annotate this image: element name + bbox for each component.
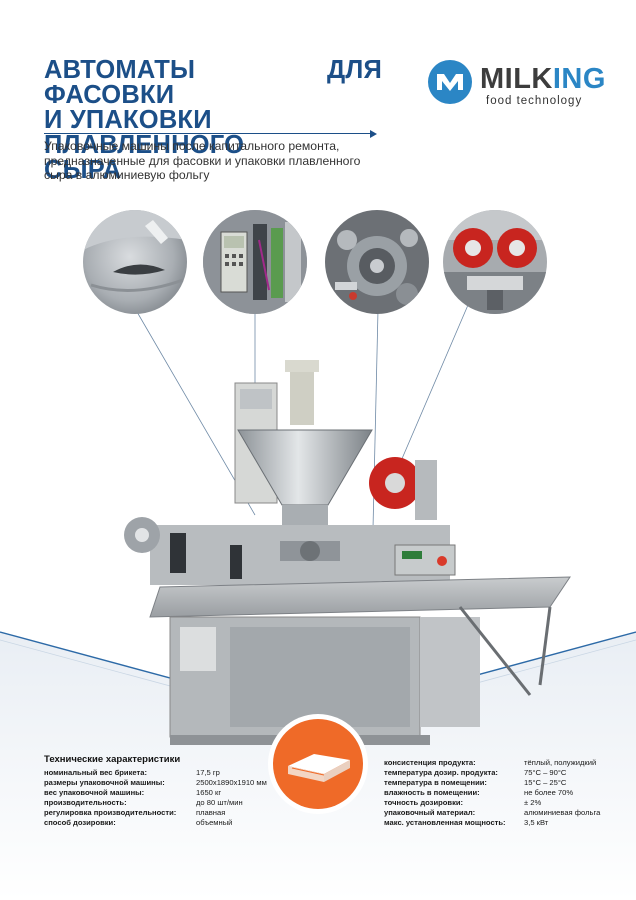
cheese-portion-icon bbox=[268, 714, 368, 814]
spec-value: 15°C – 25°C bbox=[524, 778, 567, 787]
spec-value: 2500x1890x1910 мм bbox=[196, 778, 267, 787]
logo-m-icon bbox=[428, 60, 472, 104]
logo-word-accent: ING bbox=[552, 63, 606, 95]
spec-value: 1650 кг bbox=[196, 788, 222, 797]
spec-value: тёплый, полужидкий bbox=[524, 758, 597, 767]
spec-label: температура в помещении: bbox=[384, 778, 487, 787]
title-line-2: и упаковки плавленного bbox=[44, 106, 245, 159]
title-line-3: сыра bbox=[44, 156, 122, 184]
spec-value: 75°C – 90°C bbox=[524, 768, 567, 777]
detail-photo-control-panel bbox=[203, 210, 307, 314]
spec-value: 17,5 гр bbox=[196, 768, 220, 777]
spec-value: ± 2% bbox=[524, 798, 542, 807]
title-line-1: Автоматы для фасовки bbox=[44, 56, 382, 109]
spec-value: не более 70% bbox=[524, 788, 574, 797]
detail-photo-mechanism bbox=[325, 210, 429, 314]
detail-photo-foil-rolls bbox=[443, 210, 547, 314]
spec-label: влажность в помещении: bbox=[384, 788, 480, 797]
spec-label: номинальный вес брикета: bbox=[44, 768, 147, 777]
logo-word-main: MILK bbox=[480, 63, 553, 95]
milking-logo: MILKING food technology bbox=[428, 60, 608, 115]
logo-tagline: food technology bbox=[486, 95, 583, 107]
spec-label: упаковочный материал: bbox=[384, 808, 476, 817]
spec-label: производительность: bbox=[44, 798, 127, 807]
spec-label: регулировка производительности: bbox=[44, 808, 177, 817]
spec-label: способ дозировки: bbox=[44, 818, 116, 827]
spec-label: точность дозировки: bbox=[384, 798, 464, 807]
specs-heading: Технические характеристики bbox=[44, 754, 181, 765]
title-underline bbox=[44, 133, 370, 134]
spec-value: алюминиевая фольга bbox=[524, 808, 601, 817]
spec-label: размеры упаковочной машины: bbox=[44, 778, 165, 787]
spec-value: плавная bbox=[196, 808, 226, 817]
spec-label: макс. установленная мощность: bbox=[384, 818, 506, 827]
spec-value: 3,5 кВт bbox=[524, 818, 549, 827]
spec-value: до 80 шт/мин bbox=[196, 798, 243, 807]
logo-wordmark: MILKING bbox=[480, 64, 606, 94]
underline-arrow-icon bbox=[370, 130, 377, 138]
page-title: Автоматы для фасовки и упаковки плавленн… bbox=[44, 56, 382, 184]
spec-value: объемный bbox=[196, 818, 233, 827]
spec-label: вес упаковочной машины: bbox=[44, 788, 145, 797]
spec-label: консистенция продукта: bbox=[384, 758, 476, 767]
detail-photo-metal bbox=[83, 210, 187, 314]
page-subtitle: Упаковочные машины после капитального ре… bbox=[44, 139, 361, 182]
spec-label: температура дозир. продукта: bbox=[384, 768, 498, 777]
packaging-machine-illustration bbox=[124, 360, 571, 745]
